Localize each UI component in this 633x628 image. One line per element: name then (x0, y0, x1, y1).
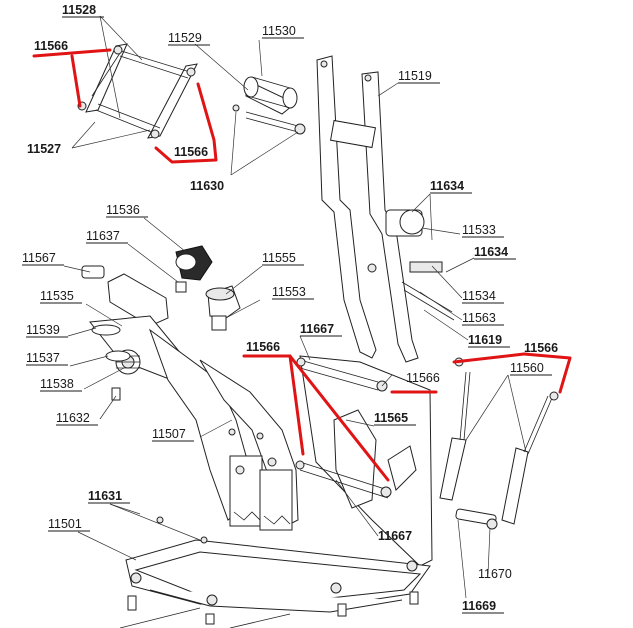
label-11566-e: 11566 (406, 371, 440, 385)
label-11529: 11529 (168, 31, 202, 45)
label-11519: 11519 (398, 69, 432, 83)
small-parts-left (81, 265, 131, 401)
label-11634-b: 11634 (474, 245, 508, 259)
label-11566-d: 11566 (246, 340, 280, 354)
label-11528: 11528 (62, 3, 96, 17)
label-11563: 11563 (462, 311, 496, 325)
label-11530: 11530 (262, 24, 296, 38)
cap-11555 (205, 285, 241, 331)
label-11534: 11534 (462, 289, 496, 303)
label-11560: 11560 (510, 361, 544, 375)
label-11632: 11632 (56, 411, 90, 425)
label-11555: 11555 (262, 251, 296, 265)
label-11630: 11630 (190, 179, 224, 193)
label-11535: 11535 (40, 289, 74, 303)
leader-lines (63, 15, 527, 599)
label-11527: 11527 (27, 142, 61, 156)
label-11538: 11538 (40, 377, 74, 391)
label-11537: 11537 (26, 351, 60, 365)
label-11670: 11670 (478, 567, 512, 581)
red-highlight-annotations (32, 48, 572, 482)
knob-11536 (175, 245, 213, 293)
label-11637: 11637 (86, 229, 120, 243)
label-11566-a: 11566 (34, 39, 68, 53)
label-11667-b: 11667 (378, 529, 412, 543)
label-11566-c: 11566 (524, 341, 558, 355)
label-11565: 11565 (374, 411, 408, 425)
label-11501: 11501 (48, 517, 82, 531)
tall-column-11519 (316, 55, 455, 363)
label-11567: 11567 (22, 251, 56, 265)
label-11631: 11631 (88, 489, 122, 503)
label-11536: 11536 (106, 203, 140, 217)
label-11619: 11619 (468, 333, 502, 347)
label-11533: 11533 (462, 223, 496, 237)
roller-11530 (232, 76, 306, 135)
label-11539: 11539 (26, 323, 60, 337)
part-labels: 11528 11566 11527 11566 11529 11530 1163… (22, 3, 558, 614)
label-11553: 11553 (272, 285, 306, 299)
label-11634-a: 11634 (430, 179, 464, 193)
gas-springs-11560 (439, 357, 559, 530)
base-frame-11501 (119, 516, 431, 628)
bracket-frame-11528 (77, 43, 198, 139)
label-11669: 11669 (462, 599, 496, 613)
label-11507: 11507 (152, 427, 186, 441)
label-11667-a: 11667 (300, 322, 334, 336)
label-11566-b: 11566 (174, 145, 208, 159)
